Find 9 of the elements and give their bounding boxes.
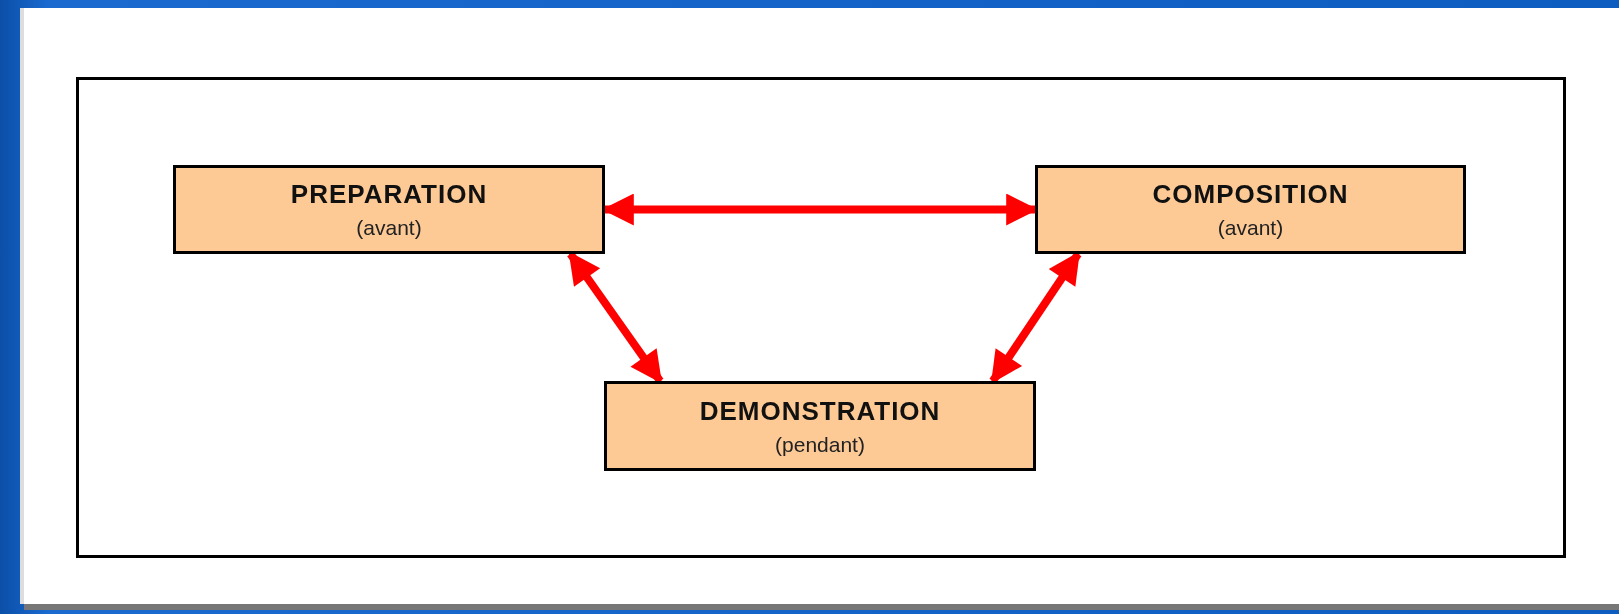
box-subtitle: (pendant) xyxy=(775,432,865,457)
process-box xyxy=(1035,165,1466,254)
box-subtitle: (avant) xyxy=(1217,216,1284,240)
process-box xyxy=(604,381,1036,471)
box-subtitle: (avant) xyxy=(356,216,422,240)
process-box xyxy=(173,165,605,254)
box-title: COMPOSITION xyxy=(1152,179,1349,210)
box-title: PREPARATION xyxy=(290,179,488,210)
box-title: DEMONSTRATION xyxy=(699,395,941,427)
